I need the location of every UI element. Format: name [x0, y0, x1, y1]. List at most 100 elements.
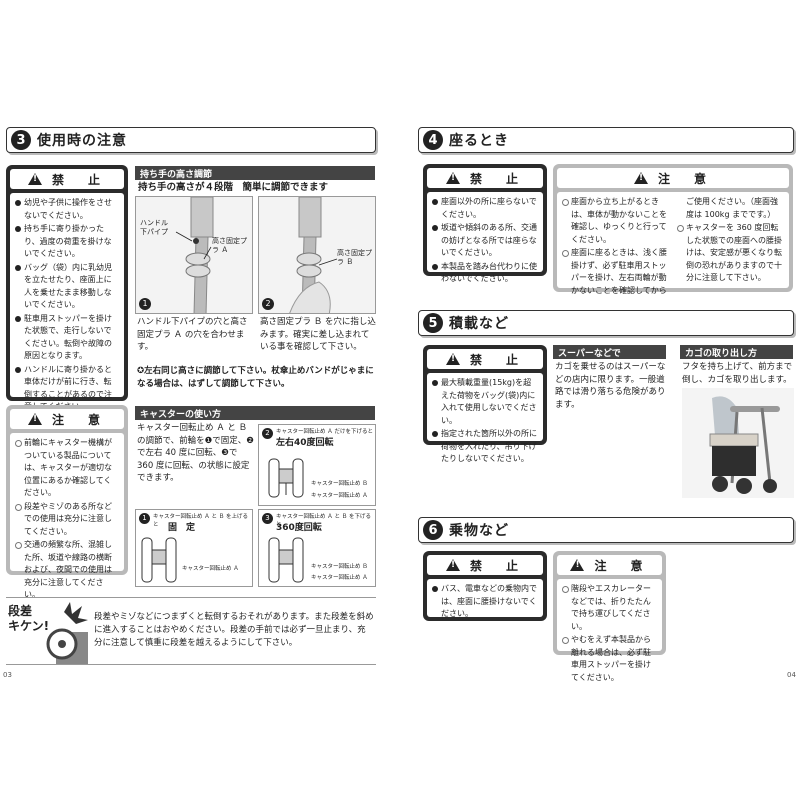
step-trip-illustration: [46, 602, 88, 664]
step-2-badge: 2: [262, 298, 274, 310]
section-title: 積載など: [449, 316, 509, 332]
list-item: 最大積載重量(15kg)を超えた荷物をバッグ(袋)内に入れて使用しないでください…: [432, 377, 538, 427]
height-adjust-subtitle: 持ち手の高さが４段階 簡単に調節できます: [138, 182, 329, 193]
caster-lock-a-label: キャスター回転止め Ａ: [182, 566, 239, 572]
caution-title: 注 意: [657, 171, 712, 186]
step-danger-text: 段差やミゾなどにつまずくと転倒するおそれがあります。また段差を斜めに進入すること…: [94, 612, 374, 648]
caster-usage-header: キャスターの使い方: [135, 406, 375, 420]
caster-wheel-illustration: [141, 537, 177, 583]
basket-text: フタを持ち上げて、前方まで倒し、カゴを取り出します。: [682, 362, 793, 385]
diagram-3-title: 360度回転: [276, 523, 322, 533]
step-1-badge: 1: [139, 298, 151, 310]
prohibition-list: 幼児や子供に操作をさせないでください。 持ち手に寄り掛かったり、過度の荷重を掛け…: [15, 197, 119, 414]
section-title: 使用時の注意: [37, 133, 127, 149]
caster-diagram-2: 2 キャスター回転止め Ａ だけを下げると 左右40度回転 キャスター回転止め …: [258, 424, 376, 506]
prohibition-panel: 禁 止 最大積載重量(15kg)を超えた荷物をバッグ(袋)内に入れて使用しないで…: [423, 345, 547, 463]
step-danger-title-2: キケン!: [8, 619, 50, 633]
prohibition-heading: 禁 止: [427, 349, 543, 369]
height-adjust-header: 持ち手の高さ調節: [135, 166, 375, 180]
warning-triangle-icon: [445, 172, 460, 184]
caution-list: 前輪にキャスター機構がついている製品については、キャスターが適切な位置にあるか確…: [15, 437, 119, 602]
warning-triangle-icon: [633, 172, 648, 184]
list-item: バス、電車などの乗物内では、座面に腰掛けないでください。: [432, 583, 538, 621]
list-item: 前輪にキャスター機構がついている製品については、キャスターが適切な位置にあるか確…: [15, 437, 119, 500]
warning-triangle-icon: [570, 559, 585, 571]
list-item: 段差やミゾのある所などでの使用は充分に注意してください。: [15, 501, 119, 539]
section-title: 座るとき: [449, 133, 509, 149]
prohibition-panel: 禁 止 幼児や子供に操作をさせないでください。 持ち手に寄り掛かったり、過度の荷…: [6, 165, 128, 411]
caster-description: キャスター回転止め Ａ と Ｂ の調節で、前輪を❶で固定、❷で左右 40 度に回…: [137, 423, 254, 483]
caster-lock-b-label: キャスター回転止め Ｂ: [311, 481, 368, 487]
pla-a-label: 高さ固定プラ Ａ: [212, 237, 247, 254]
section-title: 乗物など: [449, 523, 509, 539]
list-item: バッグ（袋）内に乳幼児を立たせたり、座面上に人を乗せたまま移動しないでください。: [15, 262, 119, 312]
prohibition-body: 幼児や子供に操作をさせないでください。 持ち手に寄り掛かったり、過度の荷重を掛け…: [10, 193, 124, 411]
caution-heading: 注 意: [557, 555, 662, 575]
section-number: 3: [11, 130, 31, 150]
prohibition-body: 最大積載重量(15kg)を超えた荷物をバッグ(袋)内に入れて使用しないでください…: [427, 373, 543, 463]
step-1-text: ハンドル下パイプの穴と高さ固定プラ Ａ の穴を合わせます。: [137, 317, 248, 352]
diagram-1-badge: 1: [139, 513, 150, 524]
caution-list: 階段やエスカレーターなどでは、折りたたんで持ち運びしてください。 やむをえず本製…: [562, 583, 657, 684]
warning-triangle-icon: [27, 413, 42, 425]
height-note: ✪左右同じ高さに調節して下さい。杖傘止めバンドがじゃまになる場合は、はずして調節…: [137, 366, 374, 389]
supermarket-text: カゴを乗せるのはスーパーなどの店内に限ります。一般道路では滑り落ちる危険がありま…: [555, 362, 666, 410]
supermarket-header: スーパーなどで: [553, 345, 666, 359]
caster-wheel-illustration: [268, 537, 304, 583]
diagram-2-caption: キャスター回転止め Ａ だけを下げると: [276, 429, 373, 435]
list-item: 坂道や傾斜のある所、交通の妨げとなる所では座らないでください。: [432, 222, 538, 260]
section-4-header: 4 座るとき: [418, 127, 794, 153]
list-item: 幼児や子供に操作をさせないでください。: [15, 197, 119, 222]
diagram-3-badge: 3: [262, 513, 273, 524]
warning-triangle-icon: [445, 559, 460, 571]
basket-header: カゴの取り出し方: [680, 345, 793, 359]
list-item: 座面以外の所に座らないでください。: [432, 196, 538, 221]
list-item: やむをえず本製品から離れる場合は、必ず駐車用ストッパーを掛けてください。: [562, 634, 657, 684]
prohibition-heading: 禁 止: [427, 168, 543, 188]
section-5-header: 5 積載など: [418, 310, 794, 336]
step-danger-box: 段差 キケン! 段差やミゾなどにつまずくと転倒するおそれがあります。また段差を斜…: [6, 597, 376, 665]
prohibition-list: バス、電車などの乗物内では、座面に腰掛けないでください。: [432, 583, 538, 621]
caution-heading: 注 意: [10, 409, 124, 429]
caster-diagram-3: 3 キャスター回転止め Ａ と Ｂ を下げると 360度回転 キャスター回転止め…: [258, 509, 376, 587]
section-6-header: 6 乗物など: [418, 517, 794, 543]
prohibition-title: 禁 止: [469, 558, 524, 573]
section-number: 6: [423, 520, 443, 540]
caution-body: 前輪にキャスター機構がついている製品については、キャスターが適切な位置にあるか確…: [10, 433, 124, 599]
warning-triangle-icon: [445, 353, 460, 365]
section-number: 4: [423, 130, 443, 150]
walker-illustration: [682, 388, 794, 498]
caution-list: 座面から立ち上がるときは、車体が動かないことを確認し、ゆっくりと行ってください。…: [562, 196, 784, 297]
page-number-right: 04: [787, 671, 796, 679]
prohibition-title: 禁 止: [469, 352, 524, 367]
prohibition-panel: 禁 止 座面以外の所に座らないでください。 坂道や傾斜のある所、交通の妨げとなる…: [423, 164, 547, 283]
handle-illustration-1: [175, 197, 214, 313]
diagram-2-badge: 2: [262, 428, 273, 439]
prohibition-title: 禁 止: [51, 172, 106, 187]
diagram-1-title: 固 定: [168, 523, 196, 533]
prohibition-panel: 禁 止 バス、電車などの乗物内では、座面に腰掛けないでください。: [423, 551, 547, 621]
handle-illustration-2: [289, 197, 338, 313]
list-item: 本製品を踏み台代わりに使わないでください。: [432, 261, 538, 286]
list-item: 座面から立ち上がるときは、車体が動かないことを確認し、ゆっくりと行ってください。: [562, 196, 669, 246]
prohibition-body: 座面以外の所に座らないでください。 坂道や傾斜のある所、交通の妨げとなる所では座…: [427, 192, 543, 283]
handle-photo-1: ハンドル下パイプ 高さ固定プラ Ａ 1: [135, 196, 253, 314]
warning-triangle-icon: [27, 173, 42, 185]
caution-heading: 注 意: [557, 168, 789, 188]
list-item: 指定された箇所以外の所に荷物を入れたり、吊り下げたりしないでください。: [432, 428, 538, 466]
list-item: 持ち手に寄り掛かったり、過度の荷重を掛けないでください。: [15, 223, 119, 261]
section-3-header: 3 使用時の注意: [6, 127, 376, 153]
diagram-2-title: 左右40度回転: [276, 438, 334, 448]
diagram-3-caption: キャスター回転止め Ａ と Ｂ を下げると: [276, 514, 371, 528]
prohibition-heading: 禁 止: [10, 169, 124, 189]
caster-lock-a-label: キャスター回転止め Ａ: [311, 493, 368, 499]
step-2-text: 高さ固定プラ Ｂ を穴に指し込みます。確実に差し込まれている事を確認して下さい。: [260, 317, 376, 352]
list-item: 階段やエスカレーターなどでは、折りたたんで持ち運びしてください。: [562, 583, 657, 633]
step-danger-title-1: 段差: [8, 604, 33, 618]
caution-panel: 注 意 階段やエスカレーターなどでは、折りたたんで持ち運びしてください。 やむを…: [553, 551, 666, 682]
caution-title: 注 意: [51, 412, 106, 427]
caster-lock-a-label: キャスター回転止め Ａ: [311, 575, 368, 581]
diagram-1-caption: キャスター回転止め Ａ と Ｂ を上げると: [153, 514, 248, 528]
prohibition-heading: 禁 止: [427, 555, 543, 575]
list-item: キャスターを 360 度回転した状態での座面への腰掛けは、安定感が悪くなり転倒の…: [677, 222, 784, 285]
